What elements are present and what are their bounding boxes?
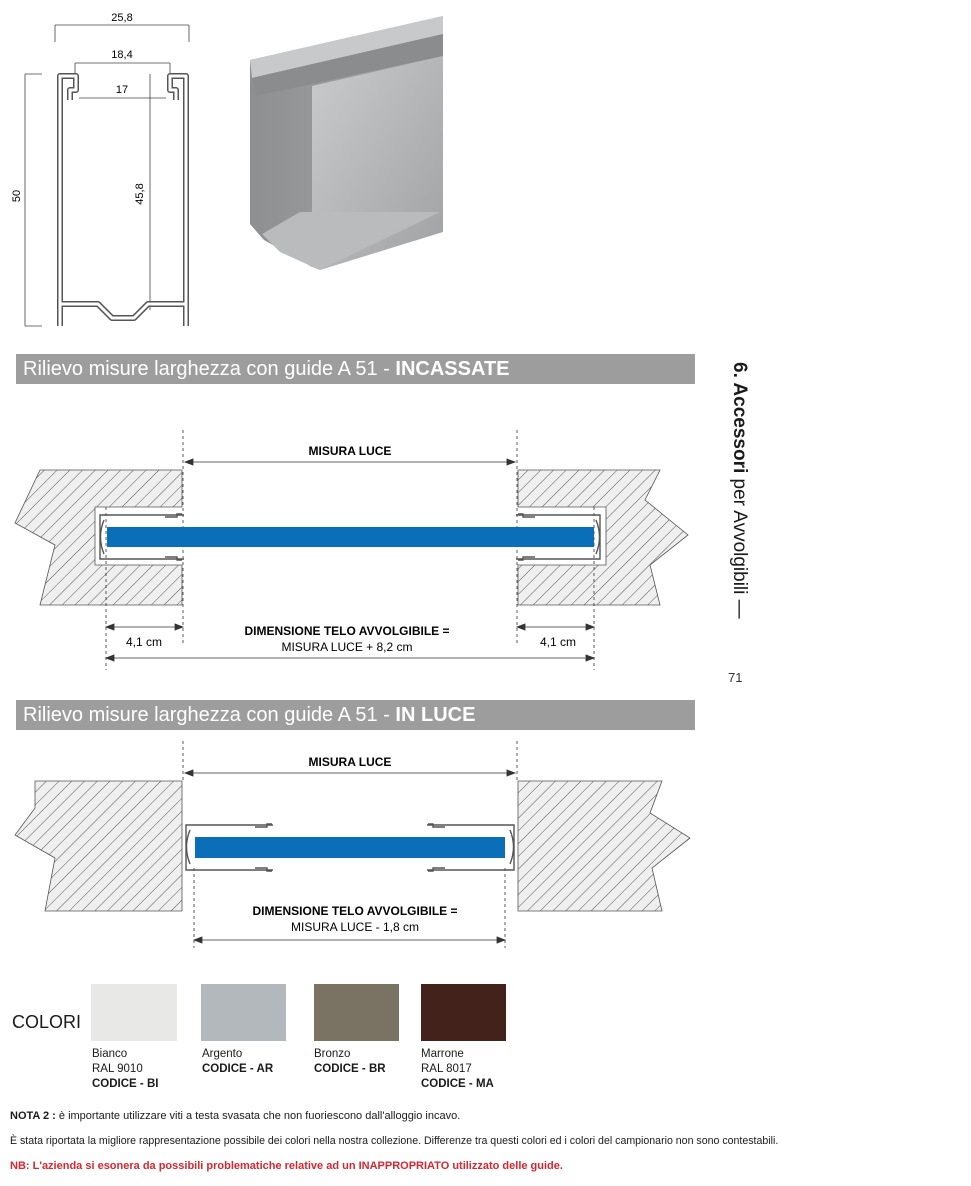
dim-total-width: 25,8 bbox=[111, 12, 132, 24]
formula-value-2: MISURA LUCE - 1,8 cm bbox=[291, 920, 419, 934]
right-offset-label: 4,1 cm bbox=[540, 635, 576, 649]
profile-3d-render bbox=[250, 16, 443, 270]
swatch-bronzo bbox=[314, 984, 399, 1041]
section-title-incassate: Rilievo misure larghezza con guide A 51 … bbox=[16, 354, 695, 384]
incassate-diagram: MISURA LUCE 4,1 cm 4,1 cm DIMENSIONE TEL… bbox=[14, 430, 689, 670]
color-info-bianco: Bianco RAL 9010 CODICE - BI bbox=[92, 1048, 159, 1090]
swatch-argento bbox=[201, 984, 286, 1041]
dim-mid-width: 18,4 bbox=[111, 49, 132, 61]
left-offset-label: 4,1 cm bbox=[126, 635, 162, 649]
swatch-marrone bbox=[421, 984, 506, 1041]
color-info-argento: Argento CODICE - AR bbox=[202, 1048, 274, 1075]
color-disclaimer: È stata riportata la migliore rappresent… bbox=[10, 1135, 779, 1147]
page-number: 71 bbox=[728, 670, 743, 685]
misura-luce-label: MISURA LUCE bbox=[309, 444, 392, 458]
formula-title-2: DIMENSIONE TELO AVVOLGIBILE = bbox=[252, 904, 457, 918]
color-info-marrone: Marrone RAL 8017 CODICE - MA bbox=[421, 1048, 494, 1090]
profile-section-drawing: 25,8 18,4 17 50 45,8 bbox=[11, 12, 190, 327]
dim-height: 50 bbox=[11, 190, 23, 202]
color-info-bronzo: Bronzo CODICE - BR bbox=[314, 1048, 386, 1075]
colors-label: COLORI bbox=[12, 1012, 82, 1032]
swatch-bianco bbox=[91, 984, 177, 1041]
section-title-in-luce: Rilievo misure larghezza con guide A 51 … bbox=[16, 700, 695, 730]
roller-slat-in-luce bbox=[195, 837, 505, 858]
in-luce-diagram: MISURA LUCE DIMENSIONE TELO AVVOLGIBILE … bbox=[14, 741, 691, 948]
dim-inner-height: 45,8 bbox=[134, 183, 146, 204]
roller-slat bbox=[107, 527, 594, 547]
dim-inner-width: 17 bbox=[116, 84, 128, 96]
chapter-side-label: 6. Accessori per Avvolgibili — bbox=[729, 362, 750, 619]
misura-luce-label-2: MISURA LUCE bbox=[309, 755, 392, 769]
nb-warning: NB: L'azienda si esonera da possibili pr… bbox=[10, 1160, 563, 1172]
formula-value: MISURA LUCE + 8,2 cm bbox=[281, 640, 412, 654]
formula-title: DIMENSIONE TELO AVVOLGIBILE = bbox=[244, 624, 449, 638]
nota-2: NOTA 2 : è importante utilizzare viti a … bbox=[10, 1110, 461, 1122]
